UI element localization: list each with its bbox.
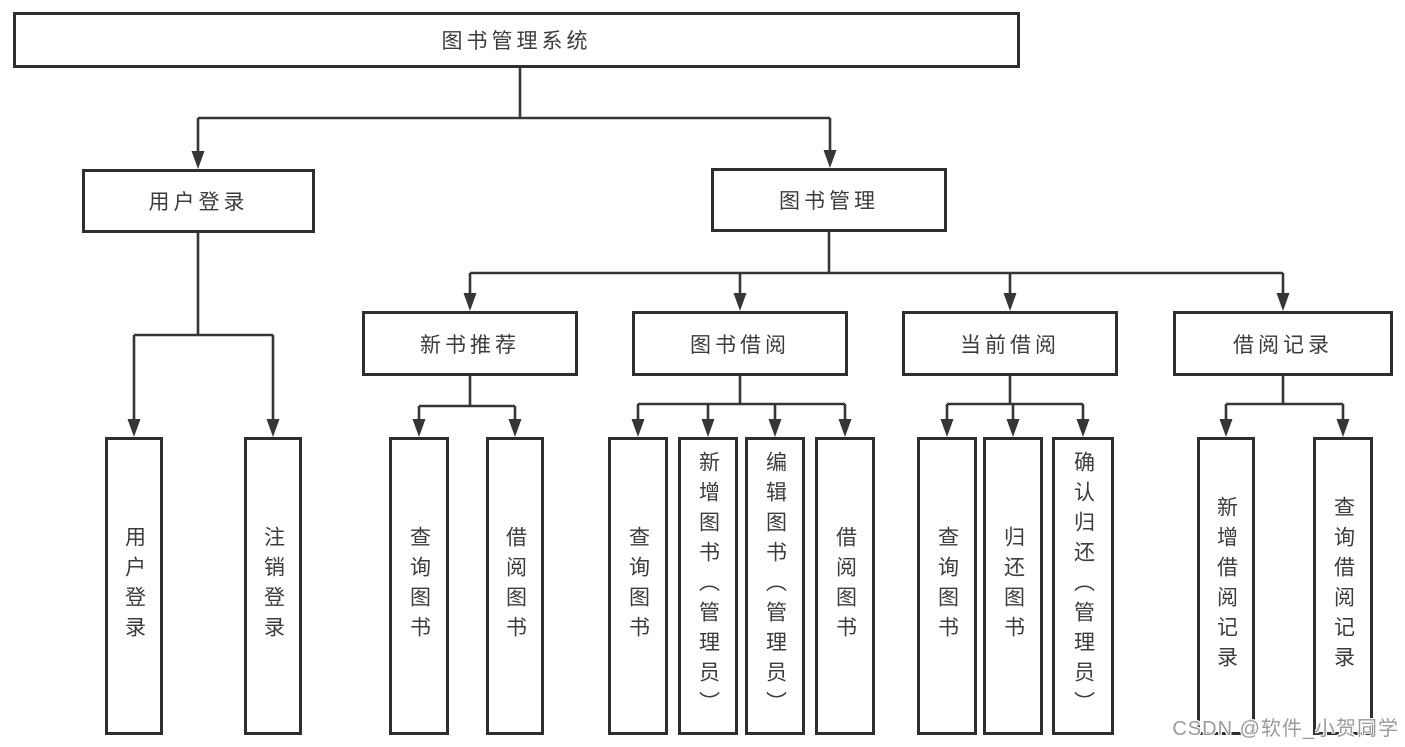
leaf-user-login: 用户登录 xyxy=(105,437,163,735)
node-new-book-recommend: 新书推荐 xyxy=(362,311,578,376)
leaf-add-borrow-record: 新增借阅记录 xyxy=(1197,437,1255,735)
node-current-borrowing: 当前借阅 xyxy=(902,311,1118,376)
leaf-edit-books-admin: 编辑图书（管理员） xyxy=(745,437,805,735)
leaf-query-borrow-record: 查询借阅记录 xyxy=(1313,437,1373,735)
node-book-management: 图书管理 xyxy=(711,168,947,232)
node-borrowing-records: 借阅记录 xyxy=(1173,311,1393,376)
node-book-borrowing: 图书借阅 xyxy=(632,311,848,376)
leaf-borrow-books-recommend: 借阅图书 xyxy=(486,437,544,735)
watermark-text: CSDN @软件_小贺同学 xyxy=(1172,718,1399,740)
leaf-query-books-borrowing: 查询图书 xyxy=(608,437,668,735)
connector-paths xyxy=(132,66,1345,421)
node-user-login: 用户登录 xyxy=(82,169,315,233)
leaf-borrow-books: 借阅图书 xyxy=(815,437,875,735)
node-system-root: 图书管理系统 xyxy=(13,12,1020,68)
leaf-logout: 注销登录 xyxy=(244,437,302,735)
leaf-query-books-current: 查询图书 xyxy=(917,437,977,735)
leaf-query-books-recommend: 查询图书 xyxy=(389,437,449,735)
leaf-return-books: 归还图书 xyxy=(983,437,1043,735)
arrowheads xyxy=(127,150,1350,437)
leaf-confirm-return-admin: 确认归还（管理员） xyxy=(1052,437,1114,735)
leaf-add-books-admin: 新增图书（管理员） xyxy=(678,437,738,735)
